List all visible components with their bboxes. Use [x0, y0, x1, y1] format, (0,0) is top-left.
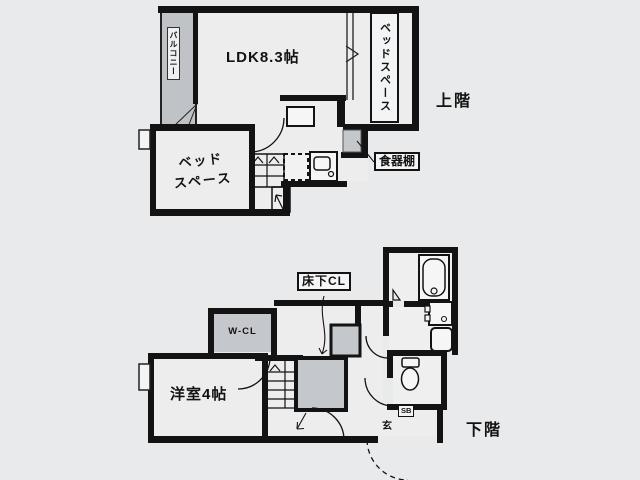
upper-walls — [150, 6, 419, 216]
window-icon — [138, 129, 151, 150]
bed-space-right-label-text: ベッドスペース — [378, 22, 391, 113]
stairs-lower-icon — [268, 361, 298, 409]
upper-floor-section-label: 上階 — [436, 93, 473, 110]
entrance-label: 玄 — [382, 421, 392, 432]
balcony-label: バルコニー — [167, 27, 180, 80]
cupboard-label: 食器棚 — [374, 152, 421, 171]
cupboard-leader-line — [356, 140, 375, 163]
door-arcs — [237, 335, 409, 480]
kitchen-counter-icon — [286, 106, 315, 127]
lower-floor-plan — [138, 247, 458, 480]
washbasin-icon — [424, 301, 453, 326]
walk-in-closet-label: W-CL — [228, 326, 257, 337]
cupboard-area — [342, 129, 362, 153]
loft-opening-lines — [346, 13, 354, 100]
underfloor-closet-area — [294, 356, 348, 412]
toilet-icon — [400, 357, 420, 391]
walk-in-closet-area — [214, 314, 271, 352]
landing-area — [329, 323, 362, 358]
shoe-box-label: SB — [398, 405, 415, 417]
western-room-label: 洋室4帖 — [170, 386, 228, 403]
underfloor-leader-line — [318, 295, 328, 355]
bathroom-door-icon — [392, 288, 402, 301]
washing-machine-icon — [430, 327, 453, 352]
door-arc — [249, 117, 285, 153]
bed-space-right-label: ベッドスペース — [370, 12, 399, 123]
lower-floor-section-label: 下階 — [466, 422, 503, 439]
ldk-room-label: LDK8.3帖 — [226, 49, 300, 66]
stairs-upper-icon — [249, 153, 291, 213]
stair-direction-arrow-icon — [296, 412, 307, 430]
refrigerator-icon — [283, 153, 309, 181]
western-room-floor — [154, 359, 262, 436]
window-icon — [138, 363, 151, 391]
underfloor-closet-label: 床下CL — [297, 272, 351, 291]
window-swing-icon — [172, 103, 198, 128]
entrance-door-arc — [366, 439, 409, 480]
direction-arrow-icon — [345, 45, 360, 63]
kitchen-sink-icon — [309, 151, 338, 182]
bathtub-icon — [418, 254, 450, 301]
